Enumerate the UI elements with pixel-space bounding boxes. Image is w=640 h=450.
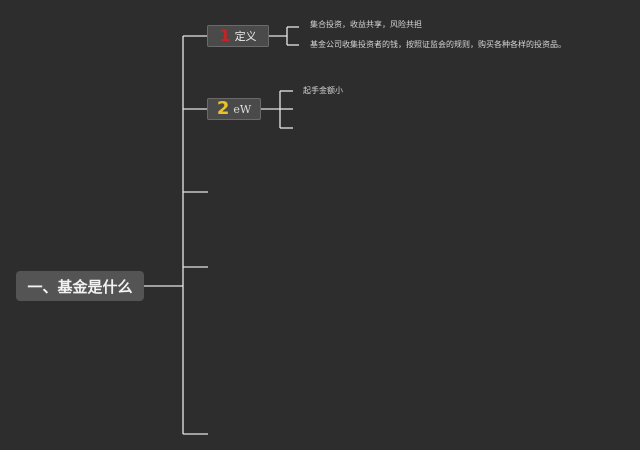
root-topic[interactable]: 一、基金是什么 xyxy=(16,271,144,301)
subtopic-definition-label: 定义 xyxy=(234,30,257,43)
number-1-icon: 1 xyxy=(219,26,231,45)
subtopic-ew-label: eW xyxy=(233,102,252,116)
root-topic-label: 一、基金是什么 xyxy=(27,277,133,296)
leaf-topic-fund-company-definition[interactable]: 基金公司收集投资者的钱，按照证监会的规则，购买各种各样的投资品。 xyxy=(310,40,566,49)
subtopic-definition[interactable]: 1 定义 xyxy=(207,25,269,47)
subtopic-ew[interactable]: 2 eW xyxy=(207,98,261,120)
leaf-topic-low-entry-amount[interactable]: 起手金额小 xyxy=(303,86,343,95)
leaf-topic-collective-investment[interactable]: 集合投资，收益共享，风险共担 xyxy=(310,20,422,29)
number-2-icon: 2 xyxy=(216,98,230,119)
